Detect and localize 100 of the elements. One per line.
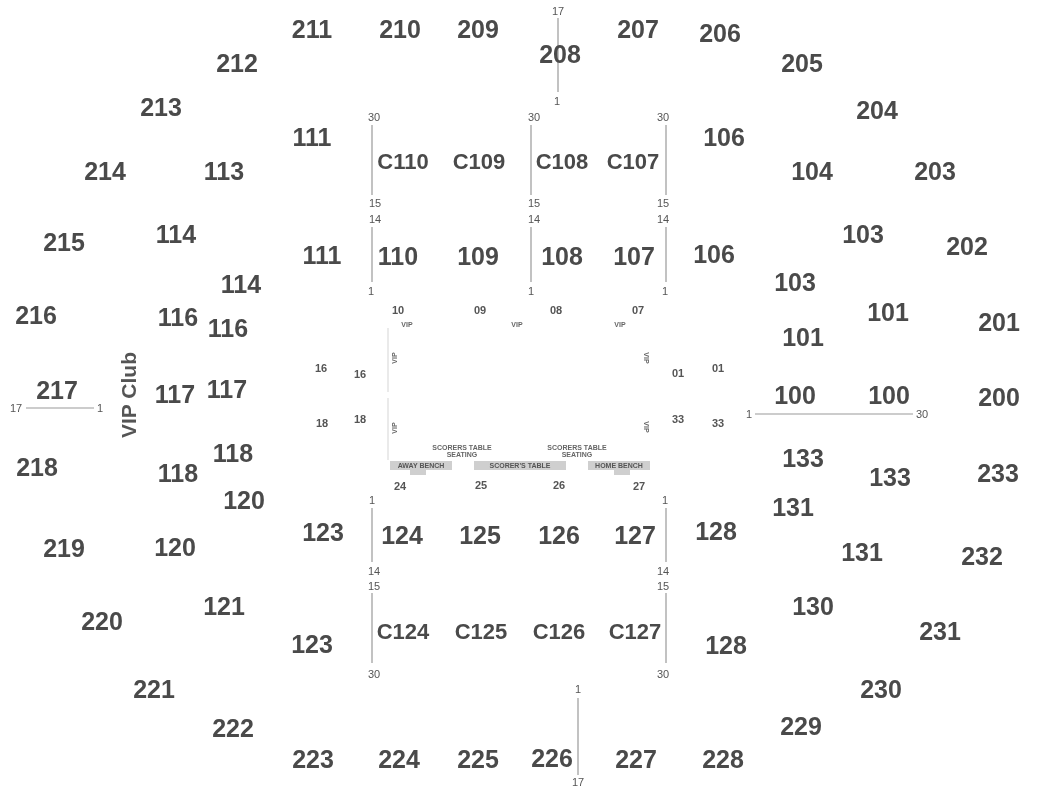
section-number: 116: [157, 304, 199, 330]
section-number: 116: [207, 315, 249, 341]
row-number: 14: [527, 213, 541, 225]
section-number: C107: [606, 151, 660, 173]
section-number: 104: [791, 158, 833, 184]
section-number: 212: [216, 50, 258, 76]
section-number: 201: [978, 309, 1020, 335]
section-number: 208: [539, 41, 581, 67]
section-number: 219: [43, 535, 85, 561]
section-number: 103: [842, 221, 884, 247]
floor-section-number: 26: [552, 479, 566, 491]
section-number: 128: [705, 632, 747, 658]
section-number: 232: [961, 543, 1003, 569]
row-number: 1: [745, 408, 753, 420]
floor-section-number: 27: [632, 480, 646, 492]
section-number: 207: [617, 16, 659, 42]
section-number: 114: [220, 271, 262, 297]
section-number: 124: [381, 522, 423, 548]
section-number: 215: [43, 229, 85, 255]
section-number: 204: [856, 97, 898, 123]
row-number: 30: [527, 111, 541, 123]
section-number: 205: [781, 50, 823, 76]
section-number: C126: [532, 621, 586, 643]
section-number: 107: [613, 243, 655, 269]
row-number: 17: [571, 776, 585, 788]
section-number: C110: [377, 151, 429, 173]
section-number: 106: [703, 124, 745, 150]
section-number: 210: [379, 16, 421, 42]
row-number: 30: [367, 668, 381, 680]
section-number: 224: [378, 746, 420, 772]
section-number: 226: [531, 745, 573, 771]
row-number: 15: [368, 197, 382, 209]
row-number: 30: [656, 668, 670, 680]
floor-section-number: 16: [353, 368, 367, 380]
section-number: 225: [457, 746, 499, 772]
section-number: 110: [377, 243, 419, 269]
section-number: 206: [699, 20, 741, 46]
floor-section-number: 07: [631, 304, 645, 316]
row-number: 14: [367, 565, 381, 577]
row-number: 1: [661, 285, 669, 297]
row-number: 15: [656, 580, 670, 592]
row-number: 14: [656, 213, 670, 225]
section-number: 233: [977, 460, 1019, 486]
row-number: 1: [661, 494, 669, 506]
floor-section-number: 33: [711, 417, 725, 429]
section-number: 117: [206, 376, 248, 402]
row-number: 17: [9, 402, 23, 414]
section-number: 202: [946, 233, 988, 259]
section-number: C125: [454, 621, 508, 643]
section-number: 100: [868, 382, 910, 408]
floor-section-number: 24: [393, 480, 407, 492]
section-number: 101: [782, 324, 824, 350]
floor-section-number: 08: [549, 304, 563, 316]
row-number: 1: [527, 285, 535, 297]
section-number: 117: [154, 381, 196, 407]
row-number: 30: [367, 111, 381, 123]
row-number: 1: [574, 683, 582, 695]
section-number: 220: [81, 608, 123, 634]
section-number: 131: [772, 494, 814, 520]
row-number: 1: [553, 95, 561, 107]
floor-section-number: 18: [353, 413, 367, 425]
row-number: 15: [367, 580, 381, 592]
section-number: 216: [15, 302, 57, 328]
section-number: 200: [978, 384, 1020, 410]
section-number: 214: [84, 158, 126, 184]
floor-section-number: 10: [391, 304, 405, 316]
section-number: C127: [608, 621, 662, 643]
section-number: 221: [133, 676, 175, 702]
section-number: 121: [203, 593, 245, 619]
section-number: 133: [782, 445, 824, 471]
row-number: 1: [368, 494, 376, 506]
row-number: 1: [367, 285, 375, 297]
row-number: 30: [915, 408, 929, 420]
section-number: 114: [155, 221, 197, 247]
section-number: 231: [919, 618, 961, 644]
section-number: 125: [459, 522, 501, 548]
section-number: 118: [157, 460, 199, 486]
floor-section-number: 09: [473, 304, 487, 316]
section-number: 227: [615, 746, 657, 772]
section-number: 229: [780, 713, 822, 739]
section-number: 120: [154, 534, 196, 560]
section-number: 113: [203, 158, 245, 184]
section-number: 111: [292, 124, 332, 150]
row-number: 15: [656, 197, 670, 209]
section-number: C124: [376, 621, 430, 643]
section-number: 123: [302, 519, 344, 545]
section-number: 106: [693, 241, 735, 267]
section-number: 123: [291, 631, 333, 657]
row-number: 1: [96, 402, 104, 414]
section-number: 223: [292, 746, 334, 772]
section-number: 118: [212, 440, 254, 466]
floor-section-number: 01: [671, 367, 685, 379]
section-number: 126: [538, 522, 580, 548]
section-number: 109: [457, 243, 499, 269]
section-number: 203: [914, 158, 956, 184]
section-number: 127: [614, 522, 656, 548]
floor-section-number: 16: [314, 362, 328, 374]
section-number: 100: [774, 382, 816, 408]
row-number: 14: [656, 565, 670, 577]
section-number: 217: [36, 377, 78, 403]
